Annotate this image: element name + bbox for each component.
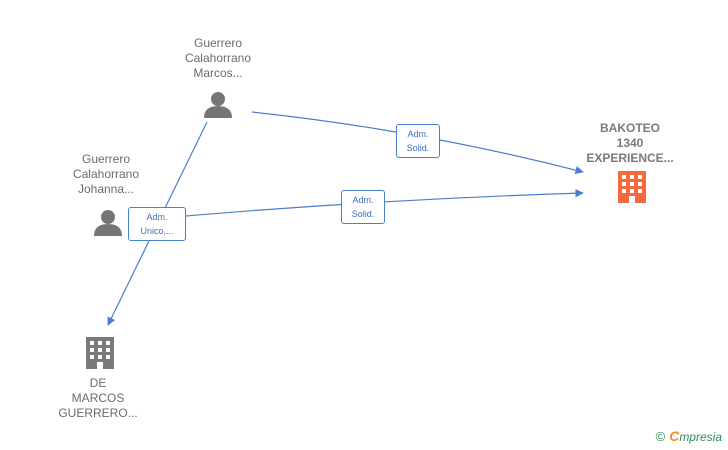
edge-label-adm-solid: Adm. Solid. bbox=[396, 124, 440, 158]
person-name-johanna[interactable]: Guerrero Calahorrano Johanna... bbox=[72, 152, 140, 196]
person-icon[interactable] bbox=[204, 92, 232, 118]
brand-name: mpresia bbox=[679, 430, 722, 444]
brand-logo: ©Cmpresia bbox=[656, 428, 722, 444]
edge-label-adm-unico: Adm. Unico,... bbox=[128, 207, 186, 241]
brand-initial: C bbox=[669, 428, 680, 444]
building-icon[interactable] bbox=[618, 171, 646, 203]
person-icon[interactable] bbox=[94, 210, 122, 236]
building-icon[interactable] bbox=[86, 337, 114, 369]
edge-label-adm-solid: Adm. Solid. bbox=[341, 190, 385, 224]
company-name-bakoteo[interactable]: BAKOTEO 1340 EXPERIENCE... bbox=[586, 121, 674, 165]
person-name-marcos[interactable]: Guerrero Calahorrano Marcos... bbox=[184, 36, 252, 80]
copyright-symbol: © bbox=[655, 429, 666, 444]
company-name-de-marcos[interactable]: DE MARCOS GUERRERO... bbox=[58, 376, 138, 420]
